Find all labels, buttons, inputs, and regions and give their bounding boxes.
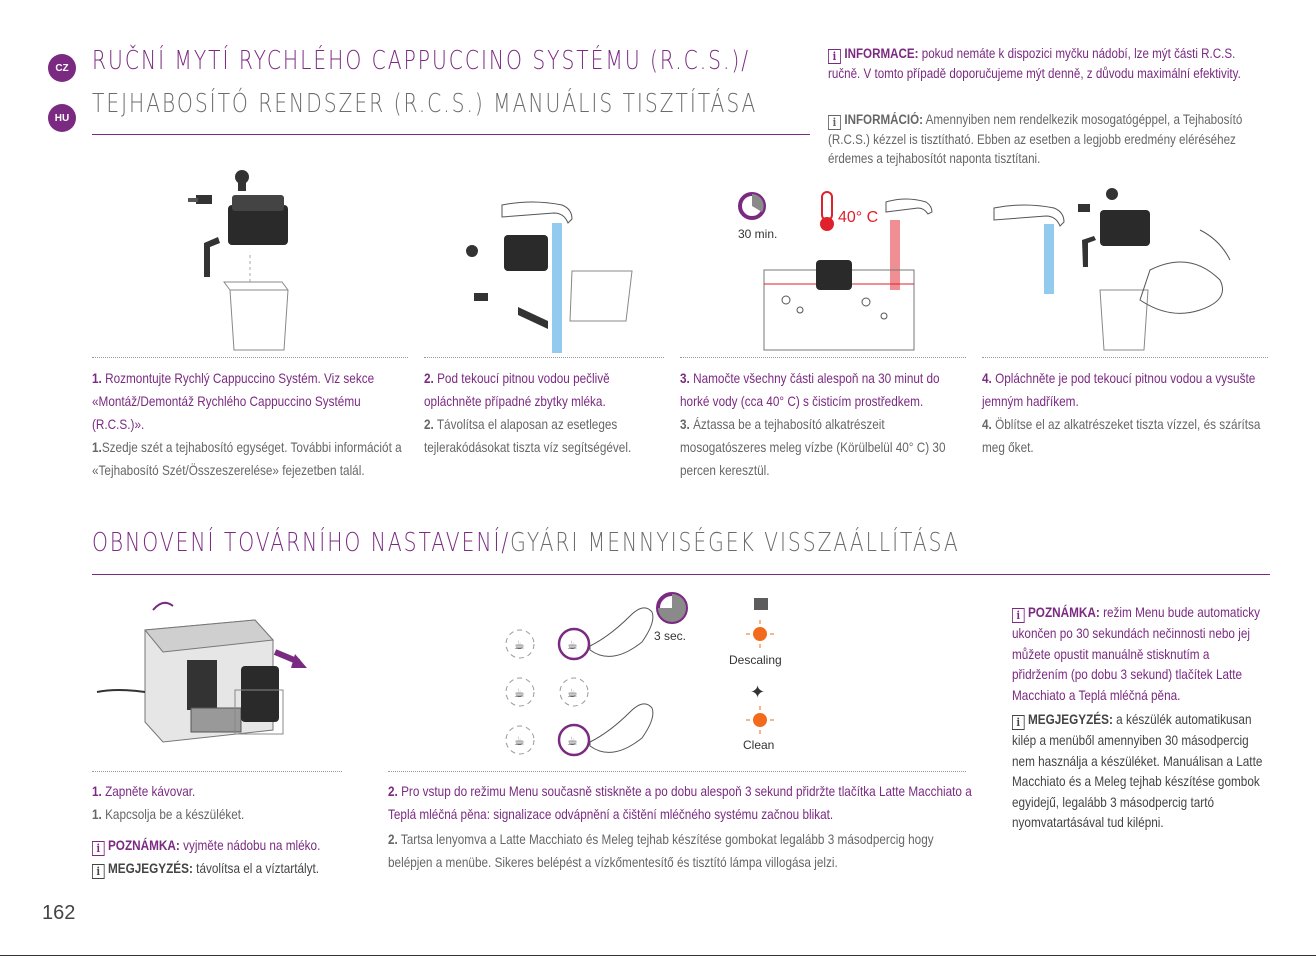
svg-text:☕: ☕: [567, 686, 578, 700]
section2-title-cz: OBNOVENÍ TOVÁRNÍHO NASTAVENÍ/: [92, 528, 511, 558]
illustration-dry: [993, 188, 1231, 351]
button-panel-bottom: ☕ ☕: [505, 703, 654, 757]
note1-cz-label: POZNÁMKA:: [107, 837, 180, 853]
section1-title-hu: TEJHABOSÍTÓ RENDSZER (R.C.S.) MANUÁLIS T…: [92, 89, 758, 119]
lang-badge-hu: HU: [48, 104, 76, 132]
info-hu-label: INFORMÁCIÓ:: [844, 112, 924, 127]
s2-step2-hu: Tartsa lenyomva a Latte Macchiato és Mel…: [388, 831, 934, 870]
s2-step1-text: 1. Zapněte kávovar. 1. Kapcsolja be a ké…: [92, 780, 344, 826]
note2-hu-label: MEGJEGYZÉS:: [1027, 711, 1113, 727]
step4-num-cz: 4.: [982, 370, 992, 386]
info-cz-label: INFORMACE:: [844, 46, 919, 61]
note2-cz-text: režim Menu bude automaticky ukončen po 3…: [1012, 604, 1260, 703]
step3-text: 3. Namočte všechny části alespoň na 30 m…: [680, 367, 957, 482]
step3-cz: Namočte všechny části alespoň na 30 minu…: [680, 370, 940, 409]
button-panel-top: ☕ ☕: [505, 607, 654, 661]
illustration-soak: 30 min. 40° C: [738, 191, 933, 351]
descaling-icon: [746, 598, 774, 648]
s2-step2-text: 2. Pro vstup do režimu Menu současně sti…: [388, 780, 976, 874]
note2-hu-text: a készülék automatikusan kilép a menüből…: [1012, 711, 1263, 830]
note2-cz-label: POZNÁMKA:: [1027, 604, 1100, 620]
illustration-indicators: Descaling ✦ Clean: [729, 598, 782, 752]
step2-num-hu: 2.: [424, 416, 434, 432]
info-cz-text: pokud nemáte k dispozici myčku nádobí, l…: [828, 46, 1241, 81]
step4-cz: Opláchněte je pod tekoucí pitnou vodou a…: [982, 370, 1256, 409]
clean-icon: ✦: [746, 682, 774, 734]
step2-hu: Távolítsa el alaposan az esetleges tejle…: [424, 416, 632, 455]
step1-text: 1. Rozmontujte Rychlý Cappuccino Systém.…: [92, 367, 411, 482]
step2-separator: [424, 357, 664, 358]
info-icon: i: [92, 864, 105, 879]
info-hu-text: Amennyiben nem rendelkezik mosogatógéppe…: [828, 112, 1243, 166]
step3-num-cz: 3.: [680, 370, 690, 386]
note1-hu-label: MEGJEGYZÉS:: [107, 860, 193, 876]
s2-step1-cz: Zapněte kávovar.: [105, 783, 196, 799]
info-icon: i: [828, 115, 841, 130]
section2-title-rule: [92, 574, 1270, 575]
descaling-label: Descaling: [729, 653, 782, 667]
step2-text: 2. Pod tekoucí pitnou vodou pečlivě oplá…: [424, 367, 641, 459]
info-icon: i: [828, 49, 841, 64]
step1-num-hu: 1.: [92, 439, 102, 455]
svg-text:☕: ☕: [567, 734, 578, 748]
step1-num-cz: 1.: [92, 370, 102, 386]
note1-cz-text: vyjměte nádobu na mléko.: [183, 837, 321, 853]
step1-cz: Rozmontujte Rychlý Cappuccino Systém. Vi…: [92, 370, 375, 432]
svg-text:☕: ☕: [514, 686, 525, 700]
lang-badge-cz: CZ: [48, 54, 76, 82]
section1-title-rule: [92, 134, 810, 135]
illustration-disassemble: [188, 170, 289, 351]
note1-hu-text: távolítsa el a víztartályt.: [196, 860, 320, 876]
step1-hu: Szedje szét a tejhabosító egységet. Tová…: [92, 439, 402, 478]
sec-label: 3 sec.: [654, 629, 686, 643]
s2-step1-num-hu: 1.: [92, 806, 102, 822]
step3-separator: [680, 357, 966, 358]
illustration-buttons: 3 sec. ☕ ☕ ☕ ☕ ☕ ☕: [505, 592, 688, 757]
step3-hu: Áztassa be a tejhabosító alkatrészeit mo…: [680, 416, 946, 478]
temp-label: 40° C: [838, 209, 878, 226]
illustration-rinse: [466, 201, 633, 353]
info-icon: i: [92, 841, 105, 856]
clean-label: Clean: [743, 738, 774, 752]
section1-title-cz: RUČNÍ MYTÍ RYCHLÉHO CAPPUCCINO SYSTÉMU (…: [92, 46, 750, 76]
svg-text:☕: ☕: [567, 638, 578, 652]
page-number: 162: [42, 902, 76, 924]
bottom-rule: [0, 955, 1316, 956]
s2-step1-separator: [92, 771, 342, 772]
step4-num-hu: 4.: [982, 416, 992, 432]
s2-step1-num-cz: 1.: [92, 783, 102, 799]
step2-num-cz: 2.: [424, 370, 434, 386]
svg-text:☕: ☕: [514, 734, 525, 748]
button-panel-mid: ☕ ☕: [505, 677, 589, 707]
step4-hu: Öblítse el az alkatrészeket tiszta vízze…: [982, 416, 1261, 455]
svg-text:☕: ☕: [514, 638, 525, 652]
s2-step1-hu: Kapcsolja be a készüléket.: [105, 806, 245, 822]
step1-separator: [92, 357, 408, 358]
timer-label: 30 min.: [738, 227, 777, 241]
svg-text:✦: ✦: [750, 682, 765, 703]
step4-separator: [982, 357, 1268, 358]
step2-cz: Pod tekoucí pitnou vodou pečlivě opláchn…: [424, 370, 610, 409]
step3-num-hu: 3.: [680, 416, 690, 432]
s2-step2-cz: Pro vstup do režimu Menu současně stiskn…: [388, 783, 972, 822]
info-icon: i: [1012, 715, 1025, 730]
step4-text: 4. Opláchněte je pod tekoucí pitnou vodo…: [982, 367, 1268, 459]
info-icon: i: [1012, 608, 1025, 623]
s2-step2-separator: [388, 771, 966, 772]
s2-step2-num-cz: 2.: [388, 783, 398, 799]
s2-step2-num-hu: 2.: [388, 831, 398, 847]
section2-title: OBNOVENÍ TOVÁRNÍHO NASTAVENÍ/GYÁRI MENNY…: [92, 524, 960, 562]
section2-title-hu: GYÁRI MENNYISÉGEK VISSZAÁLLÍTÁSA: [510, 528, 960, 558]
illustration-machine: [96, 601, 307, 743]
